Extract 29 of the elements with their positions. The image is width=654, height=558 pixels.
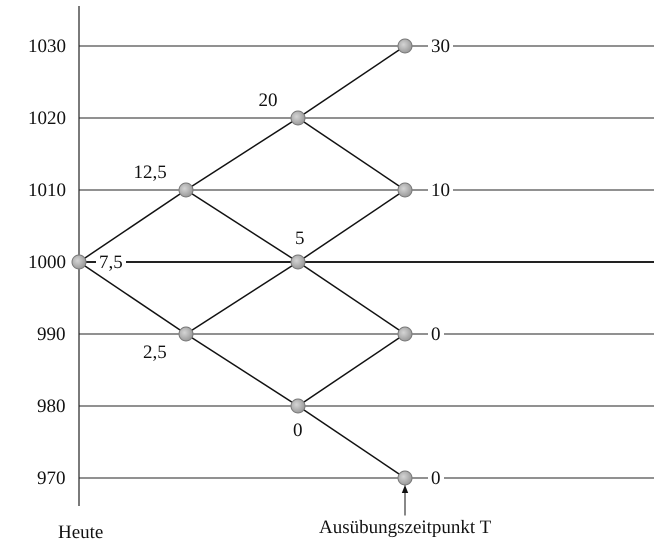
tree-node-circle bbox=[178, 182, 194, 198]
time-label: Ausübungszeitpunkt T bbox=[319, 518, 492, 536]
pointer-arrow bbox=[402, 484, 408, 516]
tree-branch bbox=[303, 409, 400, 475]
tree-branch bbox=[191, 121, 293, 187]
tree-branch bbox=[191, 337, 293, 403]
tree-node-circle bbox=[398, 326, 412, 342]
tree-node-circle bbox=[398, 470, 412, 486]
tree-branch bbox=[303, 121, 400, 187]
tree-node-circle bbox=[290, 110, 306, 126]
tree-node-circle bbox=[178, 326, 194, 342]
option-value-label: 0 bbox=[428, 468, 444, 488]
tree-node-circle bbox=[290, 398, 306, 414]
tree-branch bbox=[191, 193, 293, 259]
tree-branch bbox=[191, 265, 293, 331]
tree-node-circle bbox=[398, 38, 412, 54]
tree-node-circle bbox=[72, 254, 86, 270]
tree-branch bbox=[303, 193, 400, 259]
option-value-label: 10 bbox=[428, 180, 453, 200]
tree-branch bbox=[84, 193, 181, 259]
tree-branch bbox=[303, 337, 400, 403]
option-value-label: 7,5 bbox=[96, 252, 126, 272]
tree-node-circle bbox=[398, 182, 412, 198]
option-value-label: 0 bbox=[428, 324, 444, 344]
option-value-label: 30 bbox=[428, 36, 453, 56]
tree-node-circle bbox=[290, 254, 306, 270]
tree-branch bbox=[84, 265, 181, 331]
tree-branch bbox=[303, 265, 400, 331]
tree-branch bbox=[303, 49, 400, 115]
